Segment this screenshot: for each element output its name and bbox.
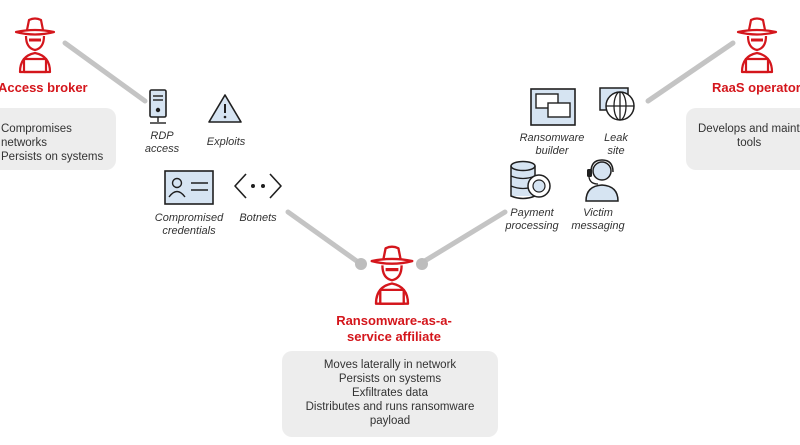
raas-operator-label: RaaS operator xyxy=(712,80,800,95)
builder-caption: Ransomware builder xyxy=(519,132,585,157)
raas-operator-line: tools xyxy=(737,137,762,149)
affiliate-line: payload xyxy=(369,415,411,427)
builder-icon xyxy=(530,88,576,126)
connector-broker xyxy=(62,40,148,104)
access-broker-box: Compromises networks Persists on systems xyxy=(0,108,116,170)
raas-operator-line: Develops and maintains xyxy=(698,123,800,135)
raas-operator-box: Develops and maintains tools xyxy=(686,108,800,170)
exploits-caption: Exploits xyxy=(206,136,246,148)
leak-caption: Leak site xyxy=(604,132,628,157)
victim-caption: Victim messaging xyxy=(571,207,625,232)
affiliate-box: Moves laterally in network Persists on s… xyxy=(282,351,498,437)
access-broker-line: Compromises networks xyxy=(1,123,72,149)
botnet-icon xyxy=(234,173,282,199)
connector-dot-right xyxy=(416,258,428,270)
connector-operator xyxy=(645,40,736,104)
server-icon xyxy=(149,89,167,124)
affiliate-label: Ransomware-as-a- service affiliate xyxy=(336,313,452,344)
connector-affiliate-left xyxy=(285,209,361,265)
credentials-caption: Compromised credentials xyxy=(154,212,224,237)
access-broker-line: Persists on systems xyxy=(1,151,104,163)
connector-affiliate-right xyxy=(420,209,508,265)
hacker-icon xyxy=(736,17,778,74)
botnets-caption: Botnets xyxy=(239,212,277,224)
affiliate-line: Moves laterally in network xyxy=(323,359,457,371)
affiliate-line: Persists on systems xyxy=(338,373,442,385)
hacker-icon xyxy=(370,245,414,305)
connector-dot-left xyxy=(355,258,367,270)
access-broker-label: Access broker xyxy=(0,80,88,95)
database-icon xyxy=(510,160,551,200)
globe-icon xyxy=(599,87,635,121)
id-card-icon xyxy=(164,170,214,205)
headset-icon xyxy=(585,159,619,202)
affiliate-line: Distributes and runs ransomware xyxy=(305,401,475,413)
payment-caption: Payment processing xyxy=(505,207,559,232)
affiliate-line: Exfiltrates data xyxy=(351,387,429,399)
rdp-caption: RDP access xyxy=(144,130,180,155)
hacker-icon xyxy=(14,17,56,74)
warning-icon xyxy=(208,94,242,123)
